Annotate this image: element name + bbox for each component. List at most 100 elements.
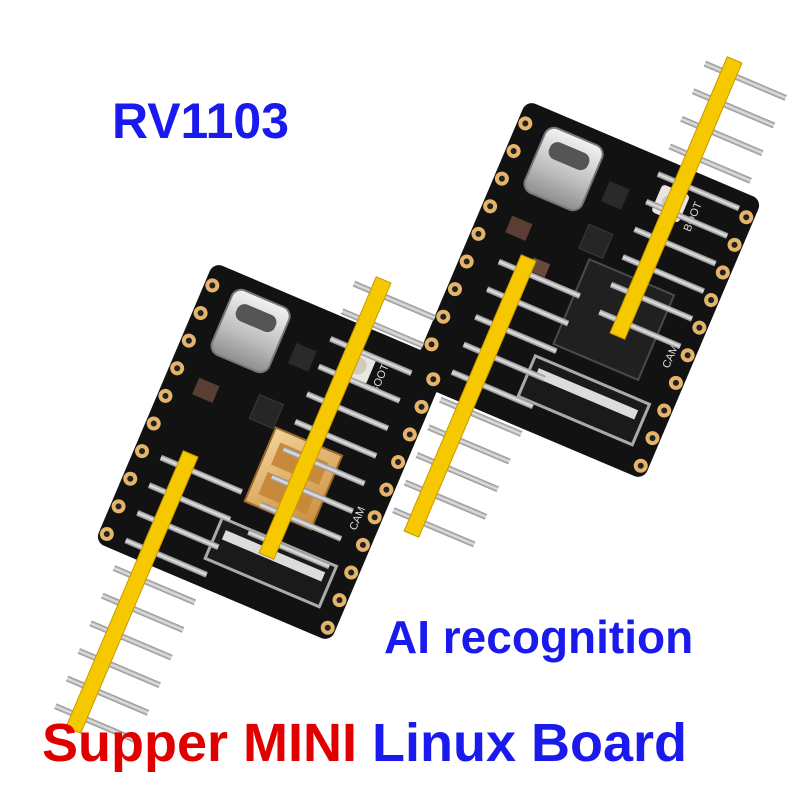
tagline-highlight: Supper MINI [42, 713, 358, 773]
pin-stub [485, 286, 505, 299]
pad-hole [127, 475, 134, 482]
pin-stub [656, 171, 676, 184]
header-bar [65, 450, 199, 734]
pad-hole [430, 376, 437, 383]
pad-hole [684, 352, 691, 359]
pin [637, 293, 694, 322]
chip-name-label: RV1103 [112, 93, 290, 149]
pin-stub [282, 446, 302, 460]
component [192, 377, 220, 403]
pin-stub [668, 143, 688, 157]
pin-stub [474, 314, 494, 327]
pin [298, 485, 354, 515]
pin [684, 182, 741, 212]
component [505, 215, 533, 241]
pad-hole [661, 407, 668, 414]
usb-c-port [548, 142, 590, 171]
pad-hole [348, 569, 355, 576]
pin [696, 155, 752, 184]
pin-stub [392, 507, 412, 520]
pin-stub [691, 88, 711, 101]
pin [116, 632, 173, 661]
pad-hole [406, 431, 413, 438]
pin-stub [247, 529, 267, 542]
pin-stub [497, 258, 517, 272]
ic-chip [578, 223, 614, 260]
pin [525, 270, 581, 299]
pin-stub [340, 308, 360, 321]
usb-c-connector [523, 126, 604, 212]
pin-stub [703, 60, 723, 74]
pin-stub [112, 565, 132, 578]
castellated-pads [412, 116, 754, 473]
pad-hole [336, 597, 343, 604]
pin [501, 325, 558, 354]
pin [163, 521, 220, 550]
pin [368, 320, 425, 349]
pin [128, 604, 185, 633]
pin-stub [294, 418, 313, 432]
pin-stub [159, 454, 179, 468]
tagline: Supper MINI Linux Board [42, 712, 687, 774]
pad-hole [498, 175, 505, 182]
pin-stub [609, 281, 629, 295]
pin [731, 72, 787, 101]
pad-hole [383, 486, 390, 493]
pad-hole [139, 448, 146, 455]
pin-header [247, 276, 436, 570]
pin-stub [77, 648, 97, 661]
pin-header [54, 450, 243, 744]
pad-hole [510, 148, 517, 155]
pin [490, 353, 546, 382]
pad-hole [197, 310, 204, 317]
component [287, 342, 317, 372]
pad-hole [428, 341, 435, 348]
pad-hole [649, 435, 656, 442]
pad-hole [487, 203, 494, 210]
pad-hole [115, 503, 122, 510]
pin-stub [427, 424, 447, 438]
pin-stub [403, 479, 423, 493]
pin [719, 100, 776, 129]
pin [672, 210, 729, 239]
pin-stub [317, 363, 337, 377]
pin-stub [101, 592, 120, 606]
pad-hole [696, 324, 703, 331]
pin-stub [65, 675, 85, 689]
pin [187, 466, 243, 495]
pin-stub [598, 309, 618, 322]
pin-stub [329, 336, 349, 349]
feature-label: AI recognition [384, 611, 694, 663]
pin [660, 238, 717, 267]
pin-stub [270, 474, 290, 487]
pad-hole [209, 282, 216, 289]
pin [431, 491, 488, 520]
pin [625, 321, 682, 350]
pad-hole [371, 514, 378, 521]
tagline-rest: Linux Board [372, 713, 688, 773]
pin [175, 494, 232, 523]
pin [286, 513, 343, 542]
pin [380, 292, 436, 321]
pin [454, 436, 511, 465]
pin [81, 715, 138, 744]
header-bar [403, 254, 537, 538]
pin-stub [258, 501, 278, 515]
pad-hole [452, 286, 459, 293]
pin-stub [645, 198, 664, 212]
component [600, 180, 630, 210]
pad-hole [185, 337, 192, 344]
pin [478, 380, 535, 410]
pin-stub [439, 396, 458, 410]
pad-hole [324, 624, 331, 631]
pin-stub [124, 537, 144, 551]
usb-c-port [235, 304, 277, 333]
pin-stub [621, 254, 641, 267]
castellated-pads [99, 278, 441, 635]
connector-contacts [534, 368, 639, 420]
pin-stub [352, 280, 372, 294]
pad-hole [522, 120, 529, 127]
ic-chip [248, 393, 285, 430]
pin [419, 519, 476, 548]
